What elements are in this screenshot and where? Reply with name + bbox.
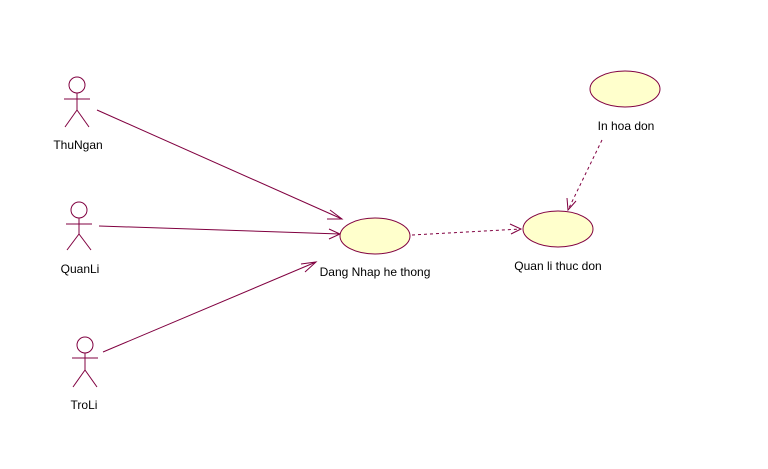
association-troli-dangnhap[interactable] — [102, 261, 318, 353]
usecase-ellipse — [589, 70, 661, 108]
dependency-inhoadon-quanlithucdon[interactable] — [566, 139, 603, 212]
actor-thungan[interactable]: ThuNgan — [53, 76, 103, 152]
actor-label-thungan: ThuNgan — [53, 138, 102, 152]
actor-label-quanli: QuanLi — [61, 262, 100, 276]
actor-quanli[interactable]: QuanLi — [61, 201, 100, 276]
usecase-dangnhap[interactable]: Dang Nhap he thong — [320, 217, 431, 279]
actor-label-troli: TroLi — [71, 398, 98, 412]
actor-troli[interactable]: TroLi — [71, 336, 98, 412]
actor-figure-icon — [64, 76, 90, 128]
actor-figure-icon — [66, 201, 92, 251]
usecase-inhoadon[interactable]: In hoa don — [589, 70, 661, 133]
association-quanli-dangnhap[interactable] — [98, 225, 342, 240]
dependency-dangnhap-quanlithucdon[interactable] — [411, 223, 523, 236]
usecase-label-inhoadon: In hoa don — [598, 119, 655, 133]
usecase-ellipse — [522, 210, 594, 248]
usecase-label-quanlithucdon: Quan li thuc don — [514, 259, 601, 273]
usecase-quanlithucdon[interactable]: Quan li thuc don — [514, 210, 602, 273]
usecase-label-dangnhap: Dang Nhap he thong — [320, 265, 431, 279]
actor-figure-icon — [72, 336, 98, 388]
usecase-ellipse — [339, 217, 411, 255]
association-thungan-dangnhap[interactable] — [96, 109, 344, 220]
